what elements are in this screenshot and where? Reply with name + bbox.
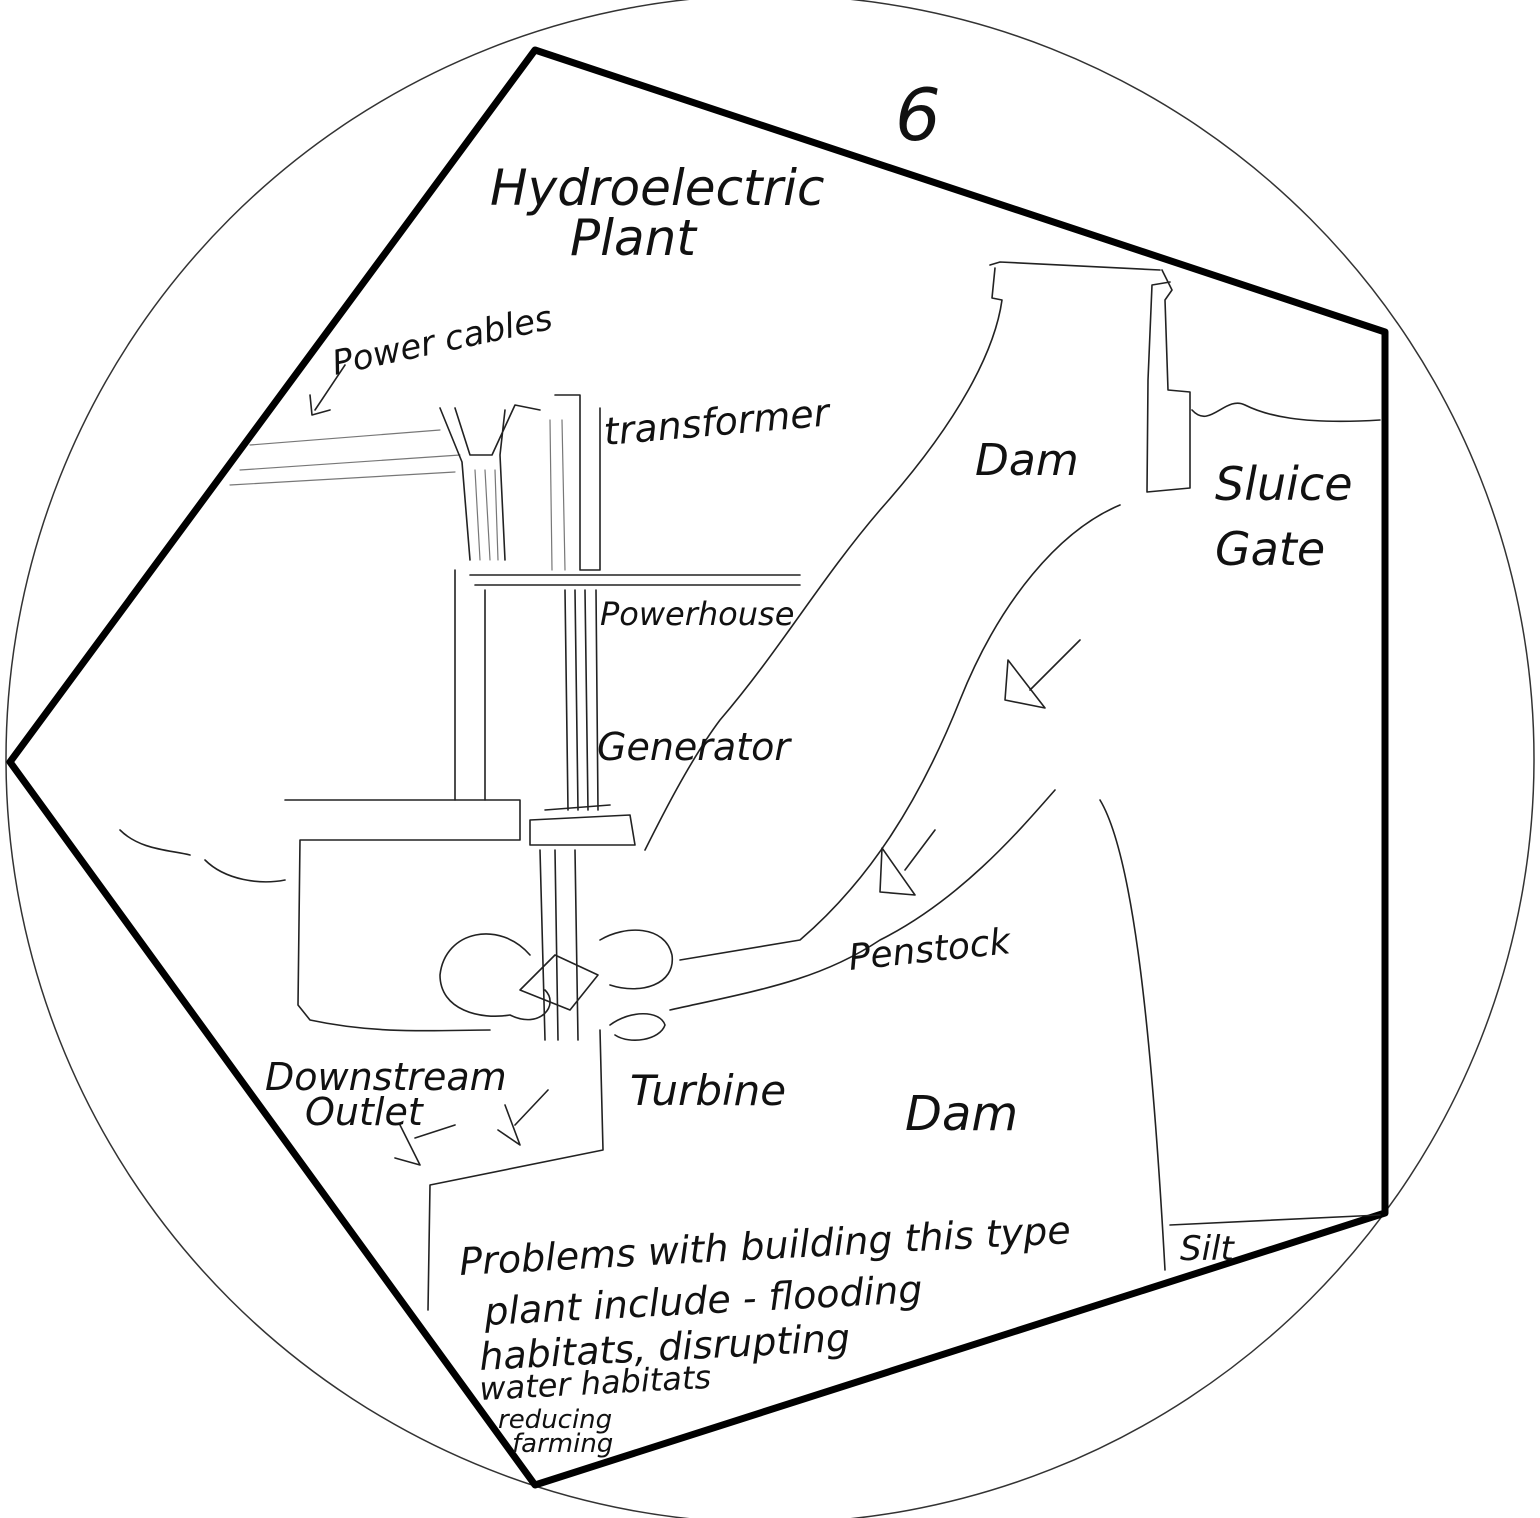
power-cable-upper: [250, 430, 440, 445]
power-cable-middle: [240, 455, 460, 470]
dam-upstream-wall: [1147, 270, 1190, 492]
downstream-water-line: [120, 830, 285, 882]
problems-note: Problems with building this type plant i…: [458, 1208, 1071, 1459]
generator-shaft: [565, 590, 598, 810]
reservoir-water-line: [1192, 403, 1380, 421]
turbine-housing: [285, 800, 520, 1031]
page-number: 6: [895, 73, 941, 157]
transformer-shaft-lines: [475, 420, 565, 570]
diagram-title-line2: Plant: [570, 209, 698, 267]
note-line: Problems with building this type: [458, 1208, 1071, 1284]
label-downstream-outlet-line2: Outlet: [305, 1090, 425, 1134]
label-generator: Generator: [597, 725, 792, 769]
label-sluice-gate-line1: Sluice: [1215, 457, 1353, 511]
label-silt: Silt: [1180, 1229, 1235, 1269]
dam-base-right: [1100, 800, 1165, 1270]
flow-arrow-upper: [1005, 640, 1080, 708]
turbine-blade: [520, 955, 598, 1010]
turbine-coupling: [530, 805, 635, 845]
label-dam-lower: Dam: [905, 1086, 1018, 1142]
label-penstock: Penstock: [847, 921, 1015, 979]
transformer-structure: [440, 395, 600, 570]
note-line: farming: [512, 1429, 613, 1459]
label-transformer: transformer: [602, 390, 833, 454]
label-power-cables: Power cables: [329, 298, 556, 384]
dam-top-edge: [990, 262, 1160, 270]
label-turbine: Turbine: [630, 1066, 786, 1115]
label-powerhouse: Powerhouse: [600, 595, 794, 633]
label-sluice-gate-line2: Gate: [1215, 522, 1325, 576]
label-dam-upper: Dam: [975, 435, 1079, 486]
turbine-wheel-right: [600, 930, 672, 989]
outlet-wave: [610, 1014, 665, 1040]
power-cable-lower: [230, 472, 455, 485]
